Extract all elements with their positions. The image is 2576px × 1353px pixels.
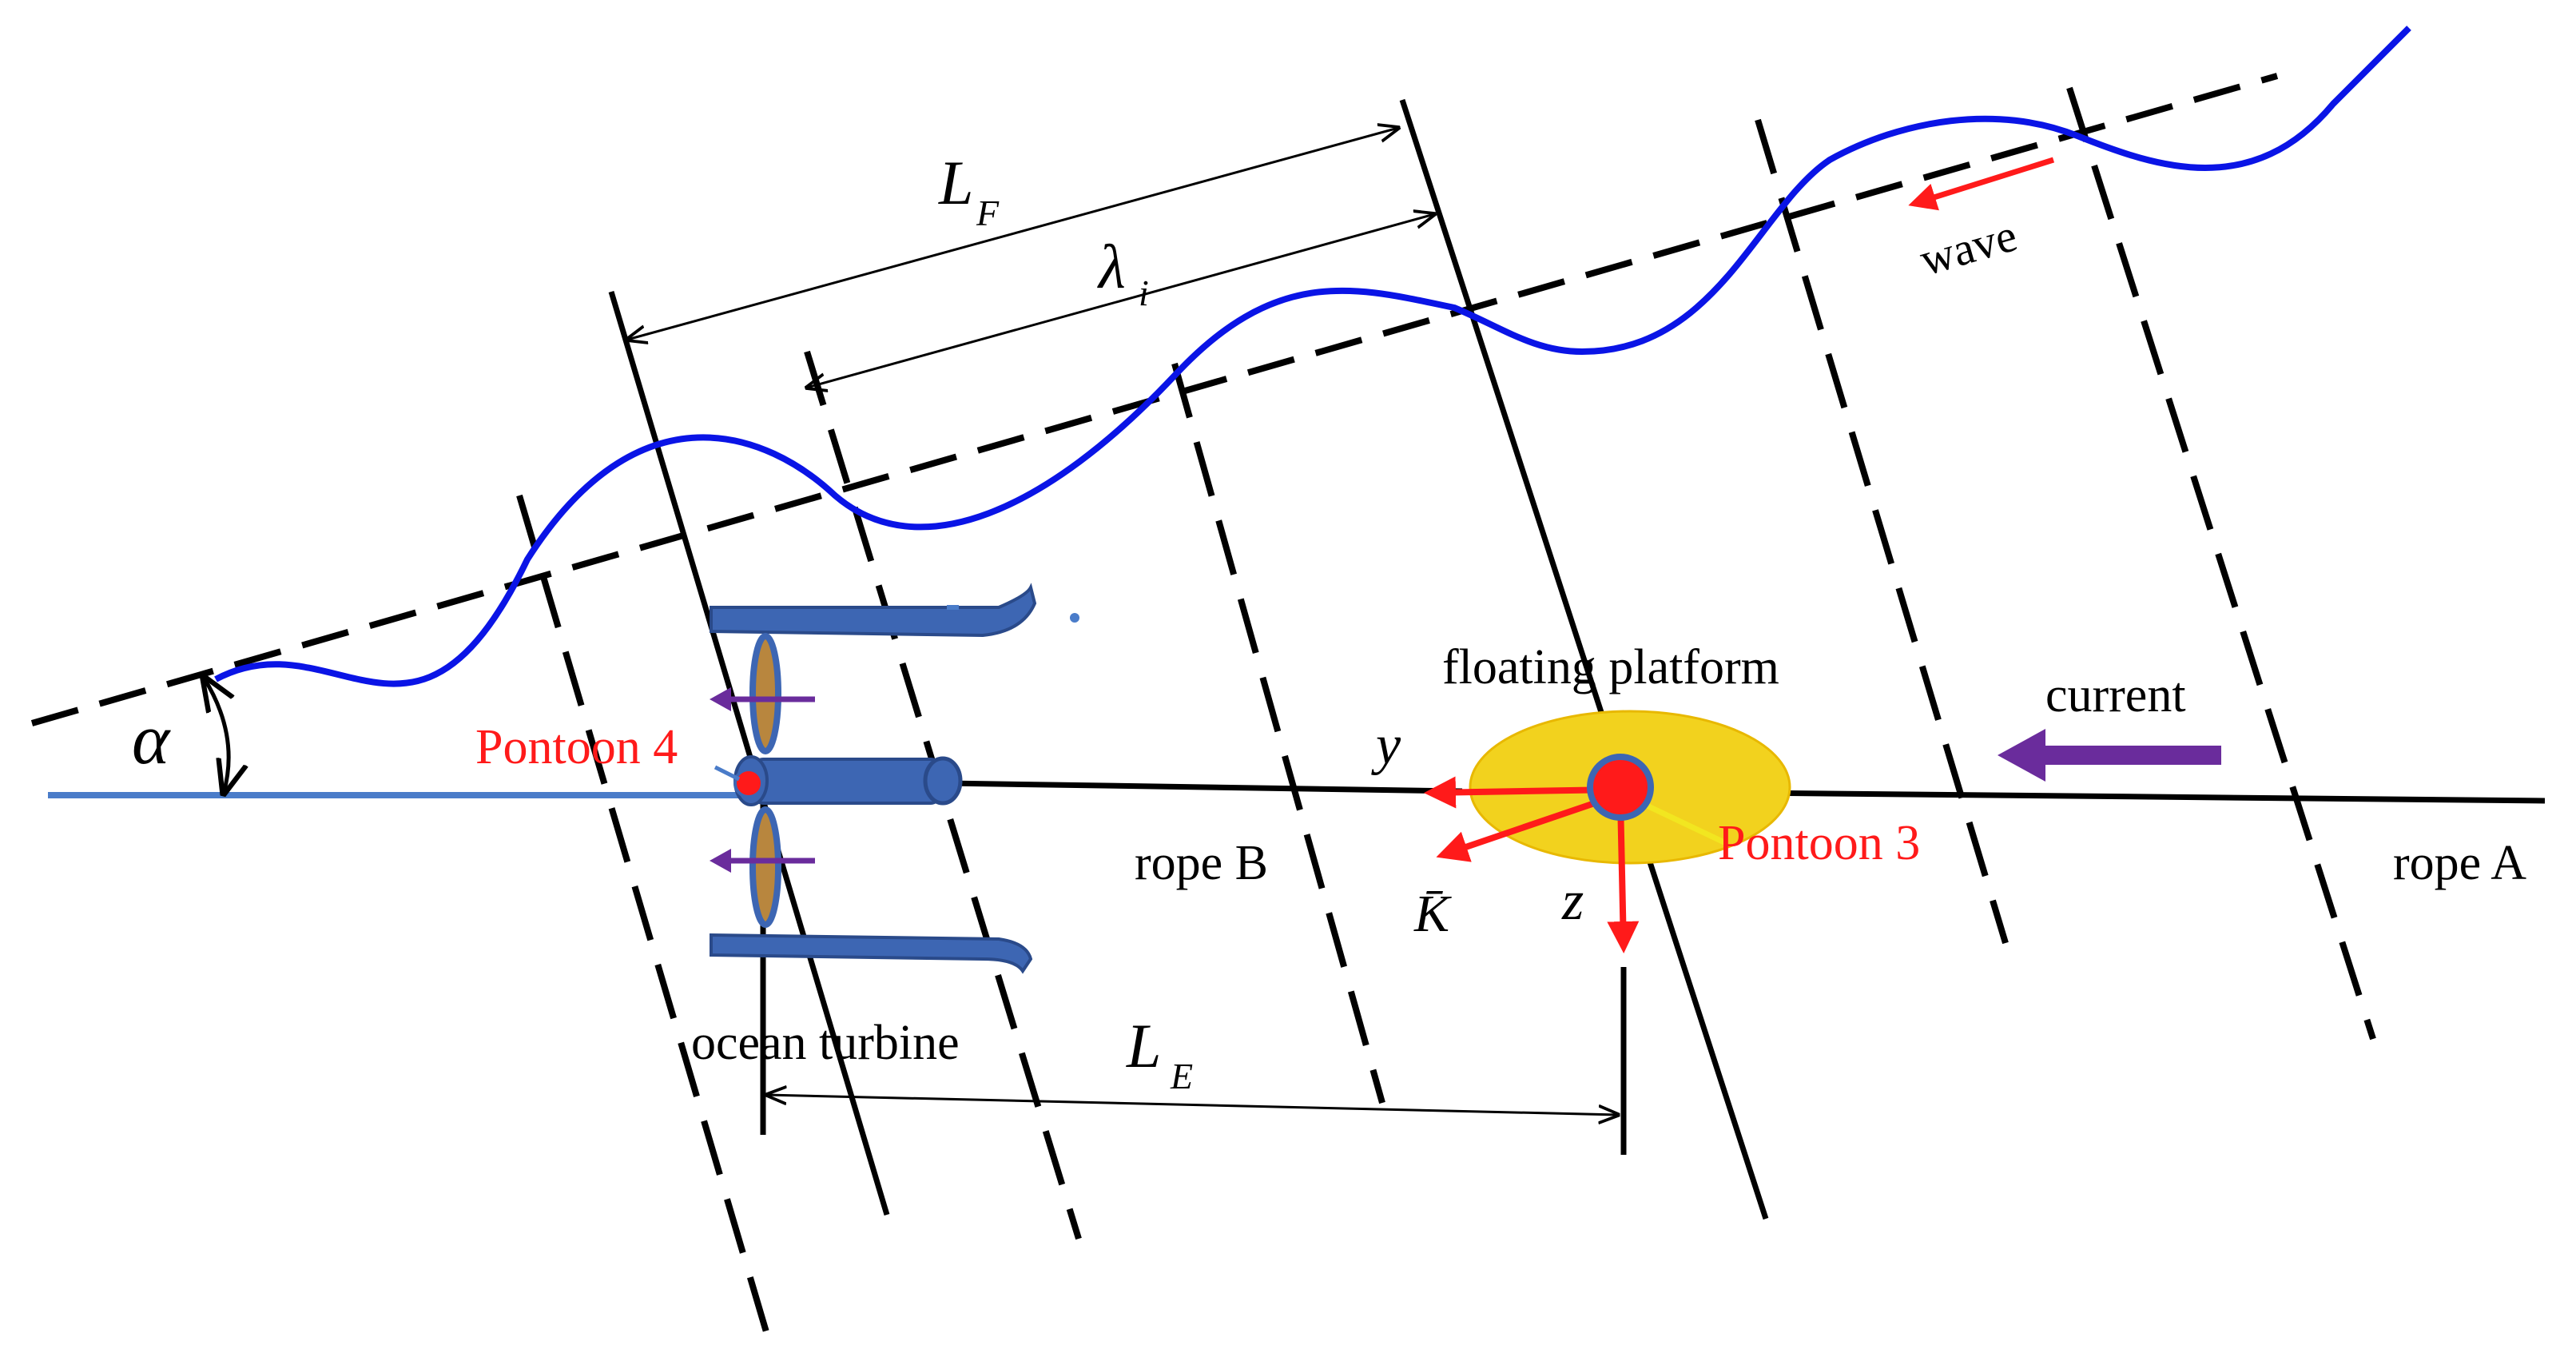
lambda-subscript: i xyxy=(1139,273,1149,313)
wave-label: wave xyxy=(1914,209,2023,285)
current-arrow xyxy=(1998,729,2221,782)
ocean-turbine-label: ocean turbine xyxy=(691,1016,960,1070)
ocean-turbine xyxy=(710,583,1079,974)
y-axis-label: y xyxy=(1371,714,1401,776)
lambda-dimension-arrow xyxy=(807,214,1434,388)
le-subscript: E xyxy=(1170,1056,1193,1096)
lf-subscript: F xyxy=(976,193,1000,233)
current-label: current xyxy=(2045,668,2186,722)
z-axis-arrow xyxy=(1607,798,1640,953)
alpha-angle-arc xyxy=(204,678,229,793)
rope-a xyxy=(1749,790,2546,804)
pontoon-3-label: Pontoon 3 xyxy=(1718,816,1920,870)
pontoon-4-label: Pontoon 4 xyxy=(475,720,678,774)
z-axis-label: z xyxy=(1561,870,1584,932)
lf-dimension-arrow xyxy=(627,128,1398,340)
wave-arrow xyxy=(1908,157,2055,211)
pontoon-4-leader xyxy=(714,765,741,782)
turbine-current-arrows xyxy=(710,687,815,873)
lambda-label: λ xyxy=(1097,232,1126,301)
rope-b xyxy=(946,780,1463,794)
le-dimension-arrow xyxy=(767,1095,1618,1115)
floating-platform-label: floating platform xyxy=(1442,640,1779,694)
k-vector-arrow xyxy=(1436,792,1620,862)
rope-a-label: rope A xyxy=(2393,836,2526,890)
pontoon-3-marker xyxy=(1587,754,1654,821)
alpha-label: α xyxy=(132,700,171,779)
pontoon-4-marker xyxy=(733,768,764,798)
y-axis-arrow xyxy=(1424,776,1619,809)
k-vector-label: K̄ xyxy=(1413,885,1452,943)
le-label: L xyxy=(1126,1011,1161,1080)
lf-label: L xyxy=(938,148,973,217)
rope-b-label: rope B xyxy=(1135,836,1268,890)
